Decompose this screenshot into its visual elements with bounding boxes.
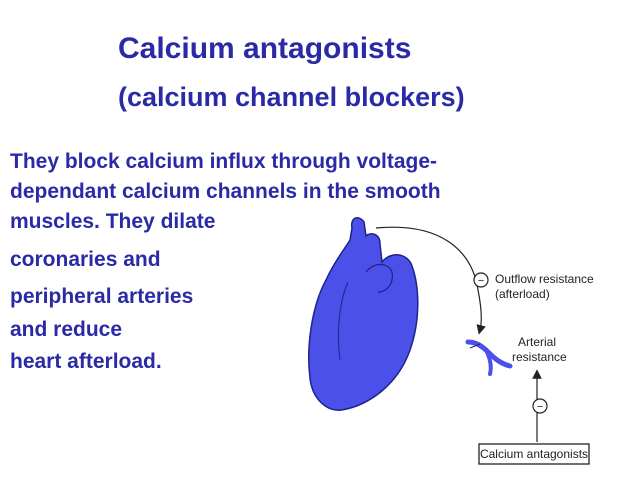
heart-illustration (308, 217, 419, 411)
body-line-7: heart afterload. (10, 350, 162, 373)
calcium-antagonists-box-label: Calcium antagonists (480, 447, 588, 461)
minus-circle-outflow (473, 272, 489, 288)
minus-sign-outflow: − (478, 275, 484, 287)
resistance-label: resistance (512, 350, 567, 364)
outflow-label: Outflow resistance (495, 272, 594, 286)
body-line-5: peripheral arteries (10, 285, 194, 308)
slide-title: Calcium antagonists (118, 32, 412, 65)
body-line-1: They block calcium influx through voltag… (10, 150, 438, 173)
slide-subtitle: (calcium channel blockers) (118, 82, 465, 112)
body-line-4: coronaries and (10, 248, 161, 271)
minus-sign-antagonist: − (537, 401, 543, 413)
calcium-antagonists-box (478, 443, 590, 465)
body-line-6: and reduce (10, 318, 123, 341)
body-line-2: dependant calcium channels in the smooth (10, 180, 441, 203)
artery-branch-icon (465, 339, 513, 376)
minus-circle-antagonist (532, 398, 548, 414)
afterload-label: (afterload) (495, 287, 550, 301)
arterial-label: Arterial (518, 335, 556, 349)
body-line-3: muscles. They dilate (10, 210, 216, 233)
